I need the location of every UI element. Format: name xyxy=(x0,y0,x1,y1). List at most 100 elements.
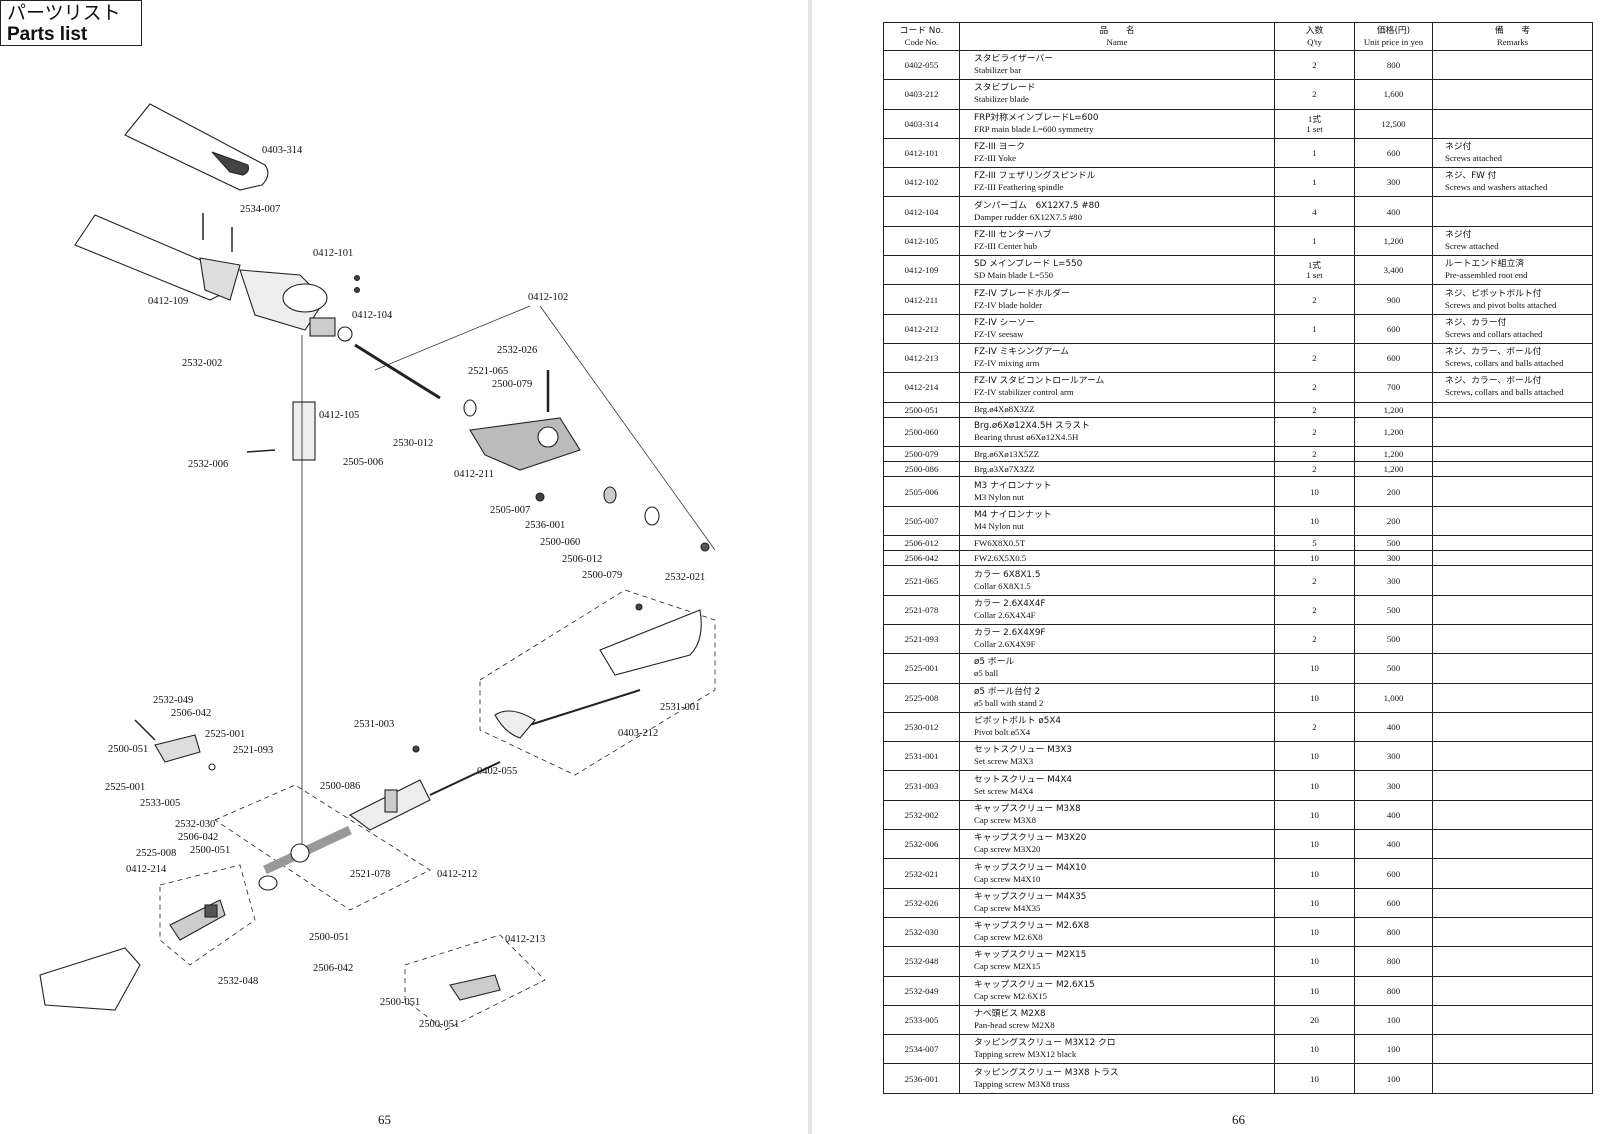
cell-qty: 10 xyxy=(1274,476,1355,507)
cell-name: Brg.ø6Xø13X5ZZ xyxy=(959,446,1275,463)
callout-label: 2530-012 xyxy=(393,438,433,449)
cell-code: 0412-214 xyxy=(883,372,960,403)
callout-label: 2532-006 xyxy=(188,459,228,470)
cell-code: 2500-051 xyxy=(883,401,960,418)
cell-remarks xyxy=(1432,446,1593,463)
cell-price: 800 xyxy=(1354,975,1433,1006)
cell-code: 2505-006 xyxy=(883,476,960,507)
cell-price: 200 xyxy=(1354,505,1433,537)
cell-price: 1,200 xyxy=(1354,401,1433,418)
cell-remarks xyxy=(1432,565,1593,596)
callout-label: 2533-005 xyxy=(140,798,180,809)
cell-qty: 2 xyxy=(1274,711,1355,743)
callout-label: 2506-042 xyxy=(178,832,218,843)
callout-label: 2525-001 xyxy=(105,782,145,793)
callout-label: 2505-006 xyxy=(343,457,383,468)
cell-qty: 20 xyxy=(1274,1004,1355,1036)
cell-remarks xyxy=(1432,682,1593,713)
cell-name: FW6X8X0.5T xyxy=(959,535,1275,552)
cell-remarks xyxy=(1432,858,1593,889)
cell-remarks xyxy=(1432,623,1593,655)
cell-remarks xyxy=(1432,1034,1593,1065)
cell-code: 2521-093 xyxy=(883,623,960,655)
callout-label: 2536-001 xyxy=(525,520,565,531)
callout-label: 2531-001 xyxy=(660,702,700,713)
cell-code: 2500-086 xyxy=(883,461,960,478)
cell-code: 2506-012 xyxy=(883,535,960,552)
callout-label: 2500-060 xyxy=(540,537,580,548)
cell-price: 300 xyxy=(1354,770,1433,801)
parts-list-title-box: パーツリスト Parts list xyxy=(0,0,142,46)
callout-label: 2525-008 xyxy=(136,848,176,859)
cell-qty: 10 xyxy=(1274,975,1355,1006)
callout-label: 2506-012 xyxy=(562,554,602,565)
cell-price: 500 xyxy=(1354,594,1433,625)
cell-qty: 2 xyxy=(1274,416,1355,448)
cell-price: 300 xyxy=(1354,565,1433,596)
callout-label: 2532-049 xyxy=(153,695,193,706)
cell-price: 500 xyxy=(1354,623,1433,655)
callout-label: 0412-109 xyxy=(148,296,188,307)
cell-qty: 2 xyxy=(1274,49,1355,81)
cell-price: 300 xyxy=(1354,550,1433,567)
cell-qty: 5 xyxy=(1274,535,1355,552)
cell-price: 1,200 xyxy=(1354,446,1433,463)
cell-code: 0412-109 xyxy=(883,255,960,286)
cell-code: 0403-212 xyxy=(883,79,960,110)
cell-qty: 2 xyxy=(1274,594,1355,625)
cell-code: 0412-104 xyxy=(883,196,960,227)
callout-label: 2521-093 xyxy=(233,745,273,756)
cell-remarks xyxy=(1432,49,1593,81)
cell-price: 100 xyxy=(1354,1034,1433,1065)
cell-remarks xyxy=(1432,946,1593,977)
cell-code: 2532-048 xyxy=(883,946,960,977)
cell-remarks xyxy=(1432,770,1593,801)
cell-remarks xyxy=(1432,505,1593,537)
cell-qty: 10 xyxy=(1274,799,1355,831)
cell-qty: 2 xyxy=(1274,461,1355,478)
book-gutter xyxy=(808,0,812,1134)
cell-remarks xyxy=(1432,108,1593,139)
cell-code: 2506-042 xyxy=(883,550,960,567)
cell-price: 600 xyxy=(1354,137,1433,169)
cell-price: 800 xyxy=(1354,49,1433,81)
cell-price: 500 xyxy=(1354,535,1433,552)
cell-qty: 10 xyxy=(1274,1034,1355,1065)
callout-label: 2532-026 xyxy=(497,345,537,356)
cell-remarks xyxy=(1432,416,1593,448)
callout-label: 2505-007 xyxy=(490,505,530,516)
page-number-right: 66 xyxy=(1232,1112,1245,1127)
cell-code: 0412-213 xyxy=(883,342,960,374)
cell-remarks xyxy=(1432,711,1593,743)
cell-code: 2532-026 xyxy=(883,887,960,918)
cell-code: 2532-021 xyxy=(883,858,960,889)
